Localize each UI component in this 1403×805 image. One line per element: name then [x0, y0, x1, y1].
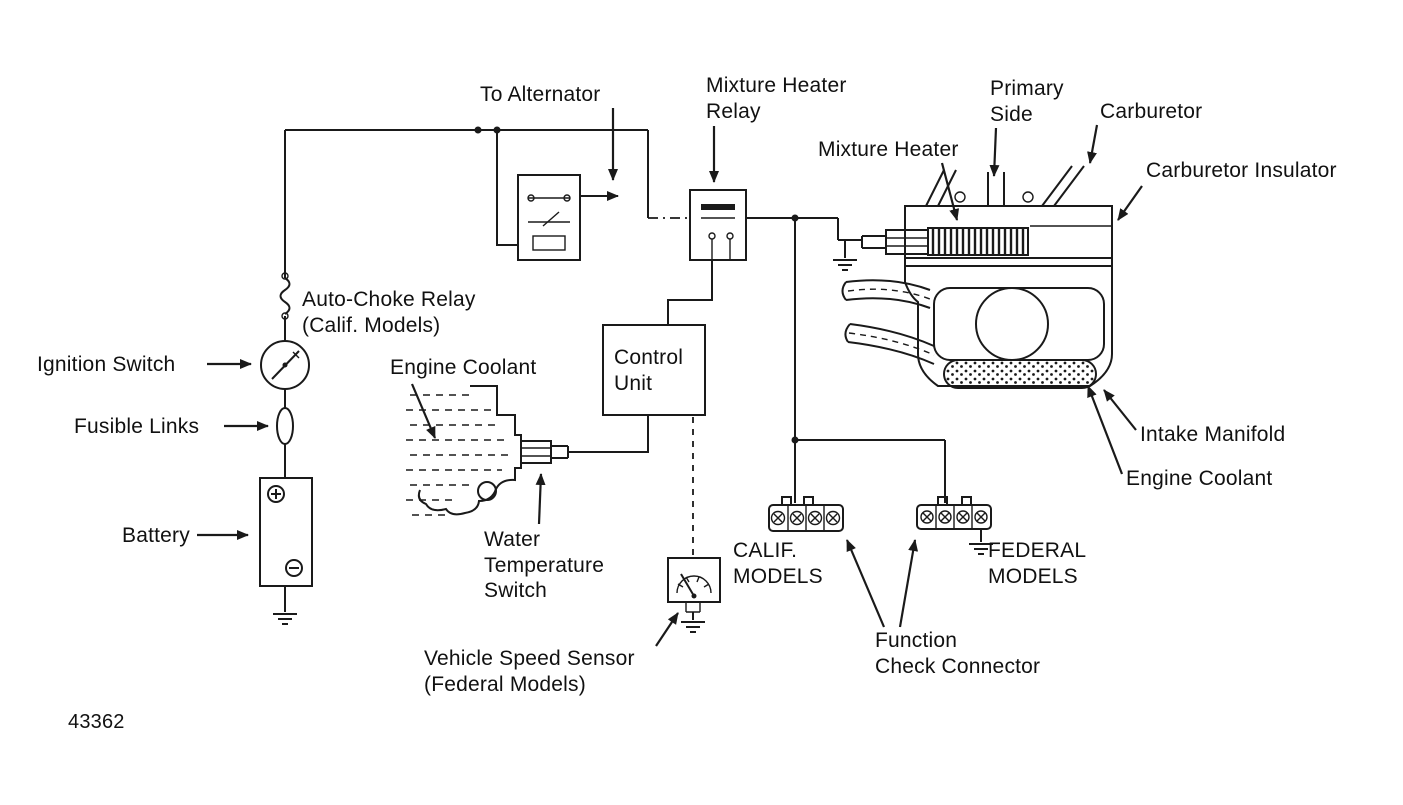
wire-coil: [279, 277, 291, 315]
label-mixture-heater: Mixture Heater: [818, 138, 959, 161]
mixture-heater-relay-symbol: [689, 189, 747, 261]
label-carburetor-insulator: Carburetor Insulator: [1146, 159, 1337, 182]
label-ignition-switch: Ignition Switch: [37, 353, 176, 376]
vehicle-speed-sensor-symbol: [667, 557, 721, 633]
control-unit-box: [602, 324, 706, 416]
label-primary-side: Primary Side: [990, 77, 1064, 126]
label-engine-coolant-left: Engine Coolant: [390, 356, 537, 379]
ground-symbol-heater: [833, 259, 857, 271]
calif-connector-symbol: [768, 496, 844, 532]
ignition-battery-chain: [259, 130, 313, 625]
label-to-alternator: To Alternator: [480, 83, 601, 106]
label-fusible-links: Fusible Links: [74, 415, 200, 438]
label-water-temperature-switch: Water Temperature Switch: [484, 528, 605, 603]
label-carburetor: Carburetor: [1100, 100, 1203, 123]
label-calif-models: CALIF. MODELS: [733, 539, 823, 588]
battery-symbol: [259, 477, 313, 587]
ground-symbol-federal: [969, 543, 993, 555]
label-intake-manifold: Intake Manifold: [1140, 423, 1286, 446]
carburetor-assembly-drawing: [833, 165, 1113, 389]
engine-coolant-passage: [943, 359, 1097, 389]
fusible-link-symbol: [276, 407, 294, 445]
water-temperature-switch-symbol: [520, 440, 569, 464]
label-battery: Battery: [122, 524, 190, 547]
label-leader-arrows: [197, 108, 1143, 647]
label-auto-choke-relay: Auto-Choke Relay (Calif. Models): [302, 288, 476, 337]
label-vehicle-speed-sensor: Vehicle Speed Sensor (Federal Models): [424, 647, 635, 696]
label-function-check-connector: Function Check Connector: [875, 629, 1041, 678]
auto-choke-relay-symbol: [517, 174, 619, 261]
label-engine-coolant-right: Engine Coolant: [1126, 467, 1273, 490]
label-federal-models: FEDERAL MODELS: [988, 539, 1087, 588]
ignition-switch-symbol: [260, 340, 310, 390]
ground-symbol-speed-sensor: [681, 621, 705, 633]
label-control-unit: Control Unit: [614, 346, 684, 395]
intake-manifold-outline: [904, 266, 1113, 387]
wire-junction-dot: [474, 126, 482, 134]
mixture-heater-element: [927, 227, 1029, 256]
carburetor-body-studs: [925, 165, 1085, 207]
coolant-hoses: [841, 279, 935, 365]
manifold-bore: [975, 287, 1049, 361]
figure-number: 43362: [68, 711, 125, 733]
ground-symbol-battery: [273, 613, 297, 625]
federal-connector-symbol: [916, 496, 993, 555]
heater-connector: [861, 229, 929, 255]
label-mixture-heater-relay: Mixture Heater Relay: [706, 74, 847, 123]
harness-wires: [285, 126, 946, 556]
engine-coolant-left-drawing: [406, 385, 522, 516]
